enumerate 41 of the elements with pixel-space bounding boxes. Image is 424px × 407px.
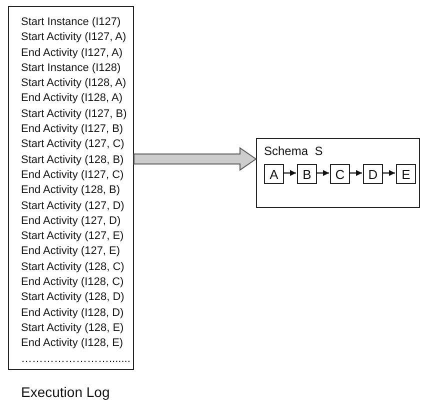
log-entry: End Activity (I128, C) xyxy=(21,275,125,290)
log-entry: Start Activity (127, D) xyxy=(21,198,126,214)
log-entry: Start Activity (I128, A) xyxy=(21,76,128,92)
arrow xyxy=(349,170,362,176)
activity-box xyxy=(396,164,416,184)
schema-box xyxy=(256,138,420,208)
log-entry: Start Activity (127, C) xyxy=(21,137,126,152)
activity-box xyxy=(363,164,383,184)
arrow xyxy=(316,170,329,176)
log-entry: End Activity (I127, B) xyxy=(21,122,124,138)
log-entry: Start Activity (128, C) xyxy=(21,260,126,275)
activity-box xyxy=(264,164,284,184)
log-continuation: ……………………....... xyxy=(21,352,132,367)
block-arrow xyxy=(134,147,257,171)
log-entry: Start Activity (128, B) xyxy=(21,152,125,168)
activity-box xyxy=(297,164,317,184)
log-caption: Execution Log xyxy=(21,383,110,402)
log-entry: End Activity (128, B) xyxy=(21,183,122,198)
log-entry: Start Activity (I127, B) xyxy=(21,106,128,122)
log-entry: End Activity (I128, D) xyxy=(21,306,125,321)
arrow xyxy=(382,170,395,176)
activity-label: A xyxy=(270,168,278,180)
activity-box xyxy=(330,164,350,184)
log-entry: Start Activity (128, D) xyxy=(21,290,126,306)
log-entry: Start Activity (I127, A) xyxy=(21,30,128,46)
log-entry: End Activity (I127, C) xyxy=(21,168,125,183)
log-entry: End Activity (127, E) xyxy=(21,244,122,260)
log-entry: Start Activity (127, E) xyxy=(21,229,125,244)
log-entry: End Activity (I128, E) xyxy=(21,336,124,352)
arrow xyxy=(283,170,296,176)
activity-label: C xyxy=(335,168,345,180)
activity-label: D xyxy=(368,168,378,180)
schema-title: Schema S xyxy=(264,143,323,160)
log-entry: Start Activity (128, E) xyxy=(21,320,125,336)
activity-label: E xyxy=(402,168,410,180)
log-entry: End Activity (I127, A) xyxy=(21,46,124,61)
log-entry: Start Instance (I128) xyxy=(21,60,122,76)
activity-label: B xyxy=(302,168,312,180)
log-entry: End Activity (127, D) xyxy=(21,214,122,229)
log-entry: Start Instance (I127) xyxy=(21,15,122,30)
log-entry: End Activity (I128, A) xyxy=(21,91,124,106)
